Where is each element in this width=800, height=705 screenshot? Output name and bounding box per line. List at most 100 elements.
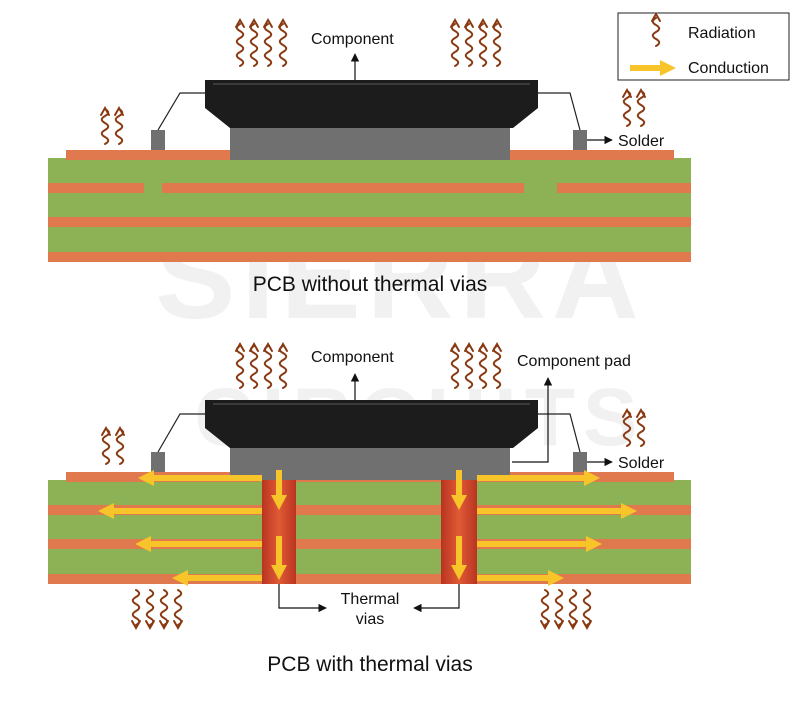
radiation-wave-icon bbox=[450, 345, 460, 389]
bottom-pcb-board bbox=[48, 472, 691, 584]
radiation-arrowhead-icon bbox=[651, 11, 661, 22]
radiation-arrowhead-icon bbox=[131, 620, 141, 631]
radiation-arrowhead-icon bbox=[540, 620, 550, 631]
radiation-wave-icon bbox=[173, 589, 183, 626]
bottom-radiation-waves bbox=[101, 341, 646, 631]
radiation-wave-icon bbox=[131, 589, 141, 626]
radiation-arrowhead-icon bbox=[235, 17, 245, 28]
radiation-arrowhead-icon bbox=[492, 341, 502, 352]
radiation-arrowhead-icon bbox=[492, 17, 502, 28]
conduction-arrowhead-icon bbox=[135, 536, 151, 552]
radiation-arrowhead-icon bbox=[159, 620, 169, 631]
top-component bbox=[205, 80, 538, 160]
component-base bbox=[230, 128, 510, 160]
solder-right bbox=[573, 452, 587, 472]
conduction-arrowhead-icon bbox=[584, 470, 600, 486]
radiation-arrowhead-icon bbox=[235, 341, 245, 352]
radiation-wave-icon bbox=[651, 17, 661, 47]
radiation-wave-icon bbox=[249, 345, 259, 389]
radiation-arrowhead-icon bbox=[249, 341, 259, 352]
radiation-arrowhead-icon bbox=[636, 87, 646, 98]
component-body bbox=[205, 400, 538, 448]
yellow-arrow-icon bbox=[630, 60, 676, 76]
radiation-arrowhead-icon bbox=[145, 620, 155, 631]
thermal-vias-label-line2: vias bbox=[356, 611, 384, 628]
radiation-wave-icon bbox=[622, 410, 632, 447]
radiation-wave-icon bbox=[478, 23, 488, 67]
radiation-wave-icon bbox=[554, 589, 564, 626]
top-solder-label: Solder bbox=[618, 133, 665, 150]
copper-bottom bbox=[48, 574, 691, 584]
radiation-arrowhead-icon bbox=[464, 341, 474, 352]
radiation-wave-icon bbox=[145, 589, 155, 626]
radiation-arrowhead-icon bbox=[278, 17, 288, 28]
copper-inner-2 bbox=[48, 539, 691, 549]
top-radiation-waves bbox=[100, 17, 646, 145]
copper-bottom bbox=[48, 252, 691, 262]
top-solder bbox=[151, 92, 587, 150]
radiation-arrowhead-icon bbox=[101, 425, 111, 436]
component-body bbox=[205, 80, 538, 128]
bottom-diagram: Component Component pad Solder Thermal v… bbox=[48, 341, 691, 676]
radiation-wave-icon bbox=[249, 23, 259, 67]
conduction-arrowhead-icon bbox=[621, 503, 637, 519]
legend: Radiation Conduction bbox=[617, 11, 790, 81]
solder-right bbox=[573, 130, 587, 150]
conduction-arrowhead-icon bbox=[586, 536, 602, 552]
conduction-arrowhead-icon bbox=[138, 470, 154, 486]
radiation-wave-icon bbox=[100, 108, 110, 145]
copper-inner-2 bbox=[48, 217, 691, 227]
radiation-wave-icon bbox=[278, 23, 288, 67]
substrate-layer bbox=[48, 480, 691, 582]
substrate-layer bbox=[48, 158, 691, 260]
conduction-arrowhead-icon bbox=[451, 565, 467, 580]
radiation-wave-icon bbox=[235, 345, 245, 389]
thermal-vias-pointer-right bbox=[413, 584, 460, 613]
radiation-arrowhead-icon bbox=[173, 620, 183, 631]
top-pcb-board bbox=[48, 150, 691, 262]
component-base bbox=[230, 448, 510, 480]
radiation-wave-icon bbox=[101, 428, 111, 465]
conduction-arrowhead-icon bbox=[98, 503, 114, 519]
solder-left bbox=[151, 130, 165, 150]
radiation-wave-icon bbox=[464, 23, 474, 67]
conduction-arrowhead-icon bbox=[172, 570, 188, 586]
radiation-wave-icon bbox=[540, 589, 550, 626]
top-component-label: Component bbox=[311, 31, 394, 48]
copper-inner-1 bbox=[48, 505, 691, 515]
radiation-arrowhead-icon bbox=[622, 407, 632, 418]
copper-inner-1a bbox=[48, 183, 144, 193]
thermal-vias-label-line1: Thermal bbox=[341, 591, 400, 608]
bottom-component-label: Component bbox=[311, 349, 394, 366]
radiation-wave-icon bbox=[622, 90, 632, 127]
legend-radiation-label: Radiation bbox=[688, 25, 756, 42]
radiation-arrowhead-icon bbox=[554, 620, 564, 631]
radiation-wave-icon bbox=[115, 428, 125, 465]
radiation-wave-icon bbox=[263, 345, 273, 389]
conduction-arrowhead-icon bbox=[271, 495, 287, 510]
radiation-wave-icon bbox=[464, 345, 474, 389]
radiation-arrowhead-icon bbox=[115, 425, 125, 436]
top-diagram: Component Solder PCB without thermal via… bbox=[48, 17, 691, 296]
conduction-arrowhead-icon bbox=[451, 495, 467, 510]
radiation-arrowhead-icon bbox=[263, 17, 273, 28]
radiation-wave-icon bbox=[582, 589, 592, 626]
radiation-wave-icon bbox=[478, 345, 488, 389]
radiation-wave-icon bbox=[114, 108, 124, 145]
radiation-arrowhead-icon bbox=[622, 87, 632, 98]
bottom-component bbox=[205, 400, 538, 480]
copper-inner-1b bbox=[162, 183, 524, 193]
radiation-arrowhead-icon bbox=[249, 17, 259, 28]
radiation-arrowhead-icon bbox=[478, 341, 488, 352]
radiation-arrowhead-icon bbox=[278, 341, 288, 352]
radiation-wave-icon bbox=[492, 345, 502, 389]
radiation-arrowhead-icon bbox=[582, 620, 592, 631]
thermal-vias-pointer-left bbox=[278, 584, 327, 613]
radiation-wave-icon bbox=[235, 23, 245, 67]
radiation-wave-icon bbox=[636, 90, 646, 127]
bottom-solder bbox=[151, 413, 587, 472]
radiation-wave-icon bbox=[636, 410, 646, 447]
conduction-arrows bbox=[98, 470, 637, 586]
component-pad-pointer bbox=[512, 377, 553, 463]
